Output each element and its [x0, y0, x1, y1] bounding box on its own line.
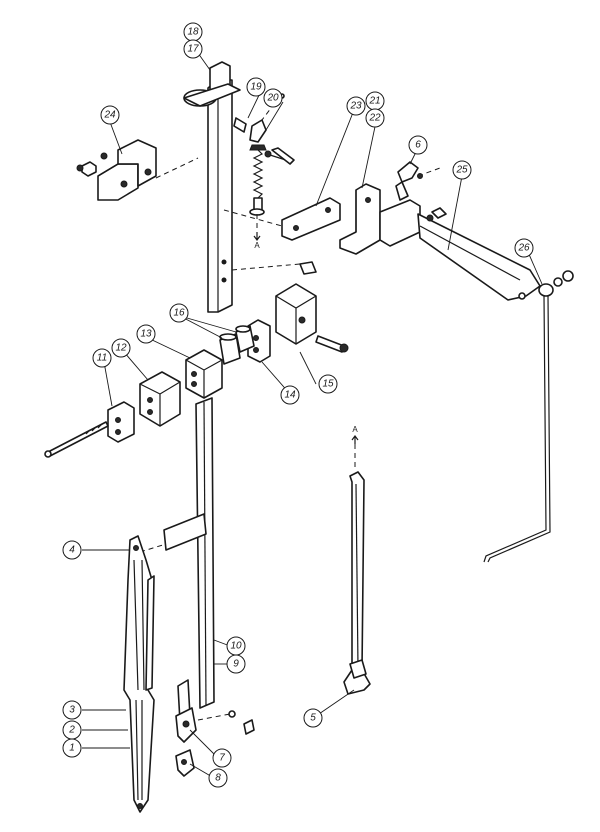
lower-vertical-bar: [139, 397, 215, 709]
callout-17: 17: [183, 39, 203, 59]
upper-vertical-bar: [183, 61, 241, 313]
callout-13: 13: [136, 324, 156, 344]
callout-20: 20: [263, 88, 283, 108]
svg-text:11: 11: [97, 353, 107, 364]
callout-15: 15: [318, 374, 338, 394]
callout-14: 14: [280, 385, 300, 405]
svg-text:10: 10: [230, 641, 242, 652]
svg-text:5: 5: [310, 713, 316, 724]
bracket-assembly: [223, 183, 381, 255]
svg-text:12: 12: [115, 343, 127, 354]
callout-6: 6: [408, 135, 428, 155]
svg-text:9: 9: [233, 659, 239, 670]
svg-text:21: 21: [368, 96, 380, 107]
callout-3: 3: [62, 700, 82, 720]
rod-5: [343, 444, 371, 695]
svg-text:15: 15: [322, 379, 334, 390]
svg-text:A: A: [254, 241, 260, 250]
svg-text:23: 23: [349, 101, 362, 112]
svg-text:8: 8: [215, 773, 221, 784]
callout-5: 5: [303, 708, 323, 728]
callout-25: 25: [452, 160, 472, 180]
parts-7-8: [175, 679, 255, 777]
svg-text:26: 26: [517, 243, 530, 254]
callout-10: 10: [226, 636, 246, 656]
long-link-assembly: [123, 535, 155, 813]
svg-text:1: 1: [69, 743, 75, 754]
svg-text:4: 4: [69, 545, 75, 556]
svg-text:A: A: [352, 425, 358, 434]
callout-23: 23: [346, 96, 366, 116]
svg-text:3: 3: [69, 705, 75, 716]
callout-8: 8: [208, 768, 228, 788]
svg-text:13: 13: [140, 329, 152, 340]
svg-text:6: 6: [415, 140, 421, 151]
blocks-11-12-13: [44, 349, 223, 458]
svg-text:19: 19: [250, 82, 262, 93]
callout-21: 21: [365, 91, 385, 111]
svg-text:20: 20: [266, 93, 279, 104]
callout-18: 18: [183, 22, 203, 42]
callout-26: 26: [514, 238, 534, 258]
svg-text:2: 2: [68, 725, 75, 736]
pivot-block-assembly: [231, 261, 349, 363]
reference-arrow-a-bottom: A: [351, 425, 359, 444]
svg-text:22: 22: [368, 113, 381, 124]
svg-text:24: 24: [103, 110, 116, 121]
pin-and-spring-assembly: [233, 93, 295, 240]
leader-lines: [82, 45, 543, 779]
long-rod-26: [483, 270, 574, 563]
svg-text:25: 25: [455, 165, 468, 176]
svg-text:17: 17: [187, 44, 199, 55]
callout-16: 16: [169, 303, 189, 323]
callout-7: 7: [212, 748, 232, 768]
svg-text:16: 16: [173, 308, 185, 319]
callout-9: 9: [226, 654, 246, 674]
callout-1: 1: [62, 738, 82, 758]
callout-19: 19: [246, 77, 266, 97]
svg-text:18: 18: [187, 27, 199, 38]
clamp-block-24: [76, 139, 199, 201]
callout-22: 22: [365, 108, 385, 128]
svg-text:7: 7: [219, 753, 225, 764]
long-arm-25: [379, 199, 541, 301]
callout-12: 12: [111, 338, 131, 358]
pins-16: [219, 325, 255, 365]
callout-4: 4: [62, 540, 82, 560]
callout-11: 11: [92, 348, 112, 368]
hook-part-6: [395, 161, 441, 201]
reference-arrow-a-top: A: [253, 232, 261, 250]
callout-24: 24: [100, 105, 120, 125]
svg-text:14: 14: [284, 390, 296, 401]
callout-2: 2: [62, 720, 82, 740]
